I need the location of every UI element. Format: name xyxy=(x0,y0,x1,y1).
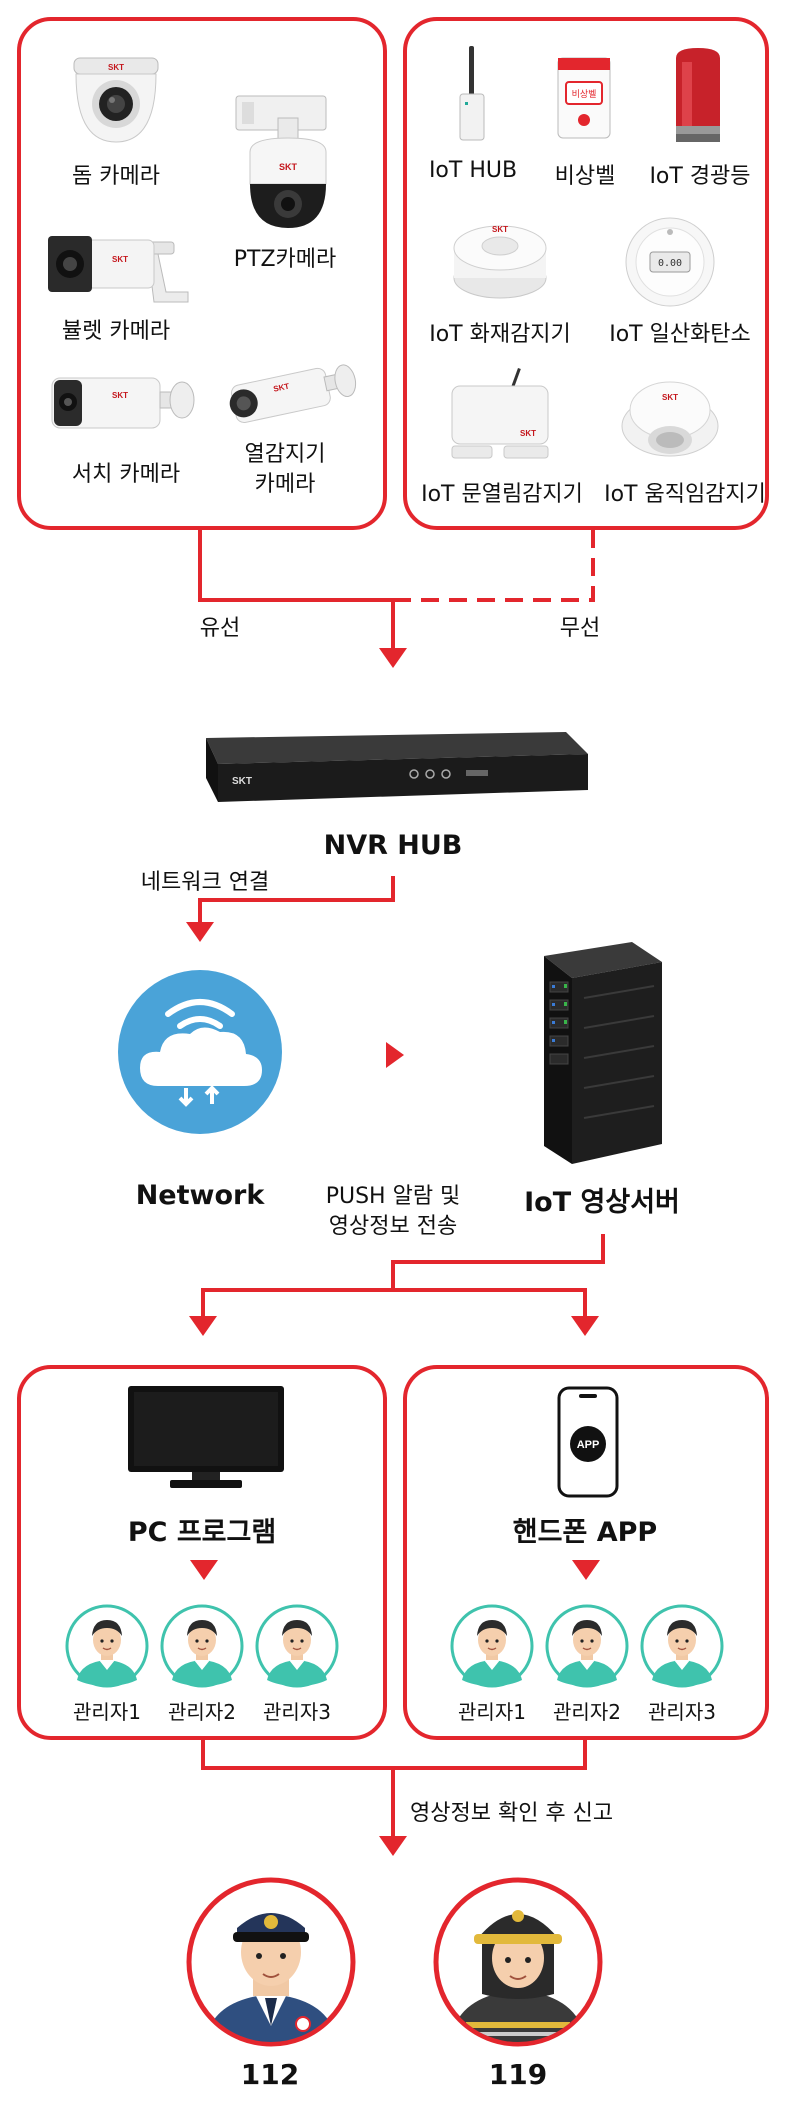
iot-warning-light-icon xyxy=(676,48,720,142)
mobile-app-title: 핸드폰 APP xyxy=(512,1517,658,1548)
iot-fire-detector-icon: SKT xyxy=(453,225,547,299)
wired-label: 유선 xyxy=(199,616,241,641)
police-officer-icon xyxy=(186,1877,356,2047)
dome-camera-icon: SKT xyxy=(73,57,159,143)
app-manager-avatar-3 xyxy=(640,1604,724,1692)
pc-manager-avatar-2 xyxy=(160,1604,244,1692)
emergency-bell-badge-text: 비상벨 xyxy=(572,89,597,100)
thermal-camera-icon: SKT xyxy=(229,364,357,424)
dome-camera-label: 돔 카메라 xyxy=(72,164,160,189)
app-manager-avatar-2 xyxy=(545,1604,629,1692)
pc-manager-label-2: 관리자2 xyxy=(168,1700,236,1724)
smartphone-icon: APP xyxy=(557,1386,619,1498)
iot-door-sensor-label: IoT 문열림감지기 xyxy=(421,482,583,507)
app-down-arrow-icon xyxy=(572,1560,600,1580)
pc-manager-avatar-3 xyxy=(255,1604,339,1692)
emergency-bell-icon: 비상벨 xyxy=(557,57,611,139)
iot-door-sensor-icon: SKT xyxy=(451,368,549,459)
pc-manager-avatar-1 xyxy=(65,1604,149,1692)
thermal-camera-label-line1: 열감지기 xyxy=(244,442,326,467)
pc-program-title: PC 프로그램 xyxy=(127,1517,277,1548)
iot-warning-light-label: IoT 경광등 xyxy=(649,164,751,189)
bullet-camera-label: 뷸렛 카메라 xyxy=(61,319,171,344)
iot-co-detector-icon: 0.00 xyxy=(625,217,715,307)
svg-text:SKT: SKT xyxy=(108,63,124,72)
pc-monitor-icon xyxy=(128,1386,284,1488)
app-badge-text: APP xyxy=(577,1439,600,1451)
iot-server-label: IoT 영상서버 xyxy=(524,1187,680,1218)
svg-text:SKT: SKT xyxy=(279,162,298,172)
police-number: 112 xyxy=(240,2058,300,2091)
co-display-value: 0.00 xyxy=(658,258,682,269)
firefighter-icon xyxy=(433,1877,603,2047)
search-camera-label: 서치 카메라 xyxy=(71,462,181,487)
svg-text:SKT: SKT xyxy=(112,255,128,264)
app-manager-label-1: 관리자1 xyxy=(458,1700,526,1724)
emergency-bell-label: 비상벨 xyxy=(554,164,616,189)
iot-server-icon xyxy=(544,942,662,1164)
pc-down-arrow-icon xyxy=(190,1560,218,1580)
app-manager-label-3: 관리자3 xyxy=(648,1700,716,1724)
push-label-line1: PUSH 알람 및 xyxy=(325,1184,461,1209)
wireless-label: 무선 xyxy=(559,616,601,641)
ptz-camera-icon: SKT xyxy=(235,95,327,228)
ptz-camera-label: PTZ카메라 xyxy=(233,247,337,272)
app-manager-avatar-1 xyxy=(450,1604,534,1692)
iot-motion-sensor-label: IoT 움직임감지기 xyxy=(604,482,766,507)
svg-text:SKT: SKT xyxy=(520,429,536,438)
nvr-hub-title: NVR HUB xyxy=(323,830,463,861)
fire-number: 119 xyxy=(488,2058,548,2091)
iot-co-detector-label: IoT 일산화탄소 xyxy=(609,322,751,347)
network-connect-label: 네트워크 연결 xyxy=(140,870,270,895)
report-label: 영상정보 확인 후 신고 xyxy=(410,1801,614,1826)
svg-text:SKT: SKT xyxy=(273,382,291,394)
svg-text:SKT: SKT xyxy=(492,225,508,234)
app-manager-label-2: 관리자2 xyxy=(553,1700,621,1724)
svg-text:SKT: SKT xyxy=(662,393,678,402)
pc-manager-label-3: 관리자3 xyxy=(263,1700,331,1724)
network-to-server-arrow-icon xyxy=(386,1042,404,1068)
iot-hub-icon xyxy=(459,46,485,141)
bullet-camera-icon: SKT xyxy=(48,236,189,303)
push-label-line2: 영상정보 전송 xyxy=(328,1214,458,1239)
nvr-brand-text: SKT xyxy=(232,776,252,787)
svg-text:SKT: SKT xyxy=(112,391,128,400)
search-camera-icon: SKT xyxy=(51,377,195,429)
network-label: Network xyxy=(135,1180,265,1211)
iot-hub-label: IoT HUB xyxy=(428,158,518,183)
iot-fire-detector-label: IoT 화재감지기 xyxy=(429,322,571,347)
iot-motion-sensor-icon: SKT xyxy=(621,381,719,457)
thermal-camera-label-line2: 카메라 xyxy=(254,472,316,497)
nvr-device-icon: SKT xyxy=(206,732,588,802)
pc-manager-label-1: 관리자1 xyxy=(73,1700,141,1724)
network-cloud-icon xyxy=(118,970,282,1134)
